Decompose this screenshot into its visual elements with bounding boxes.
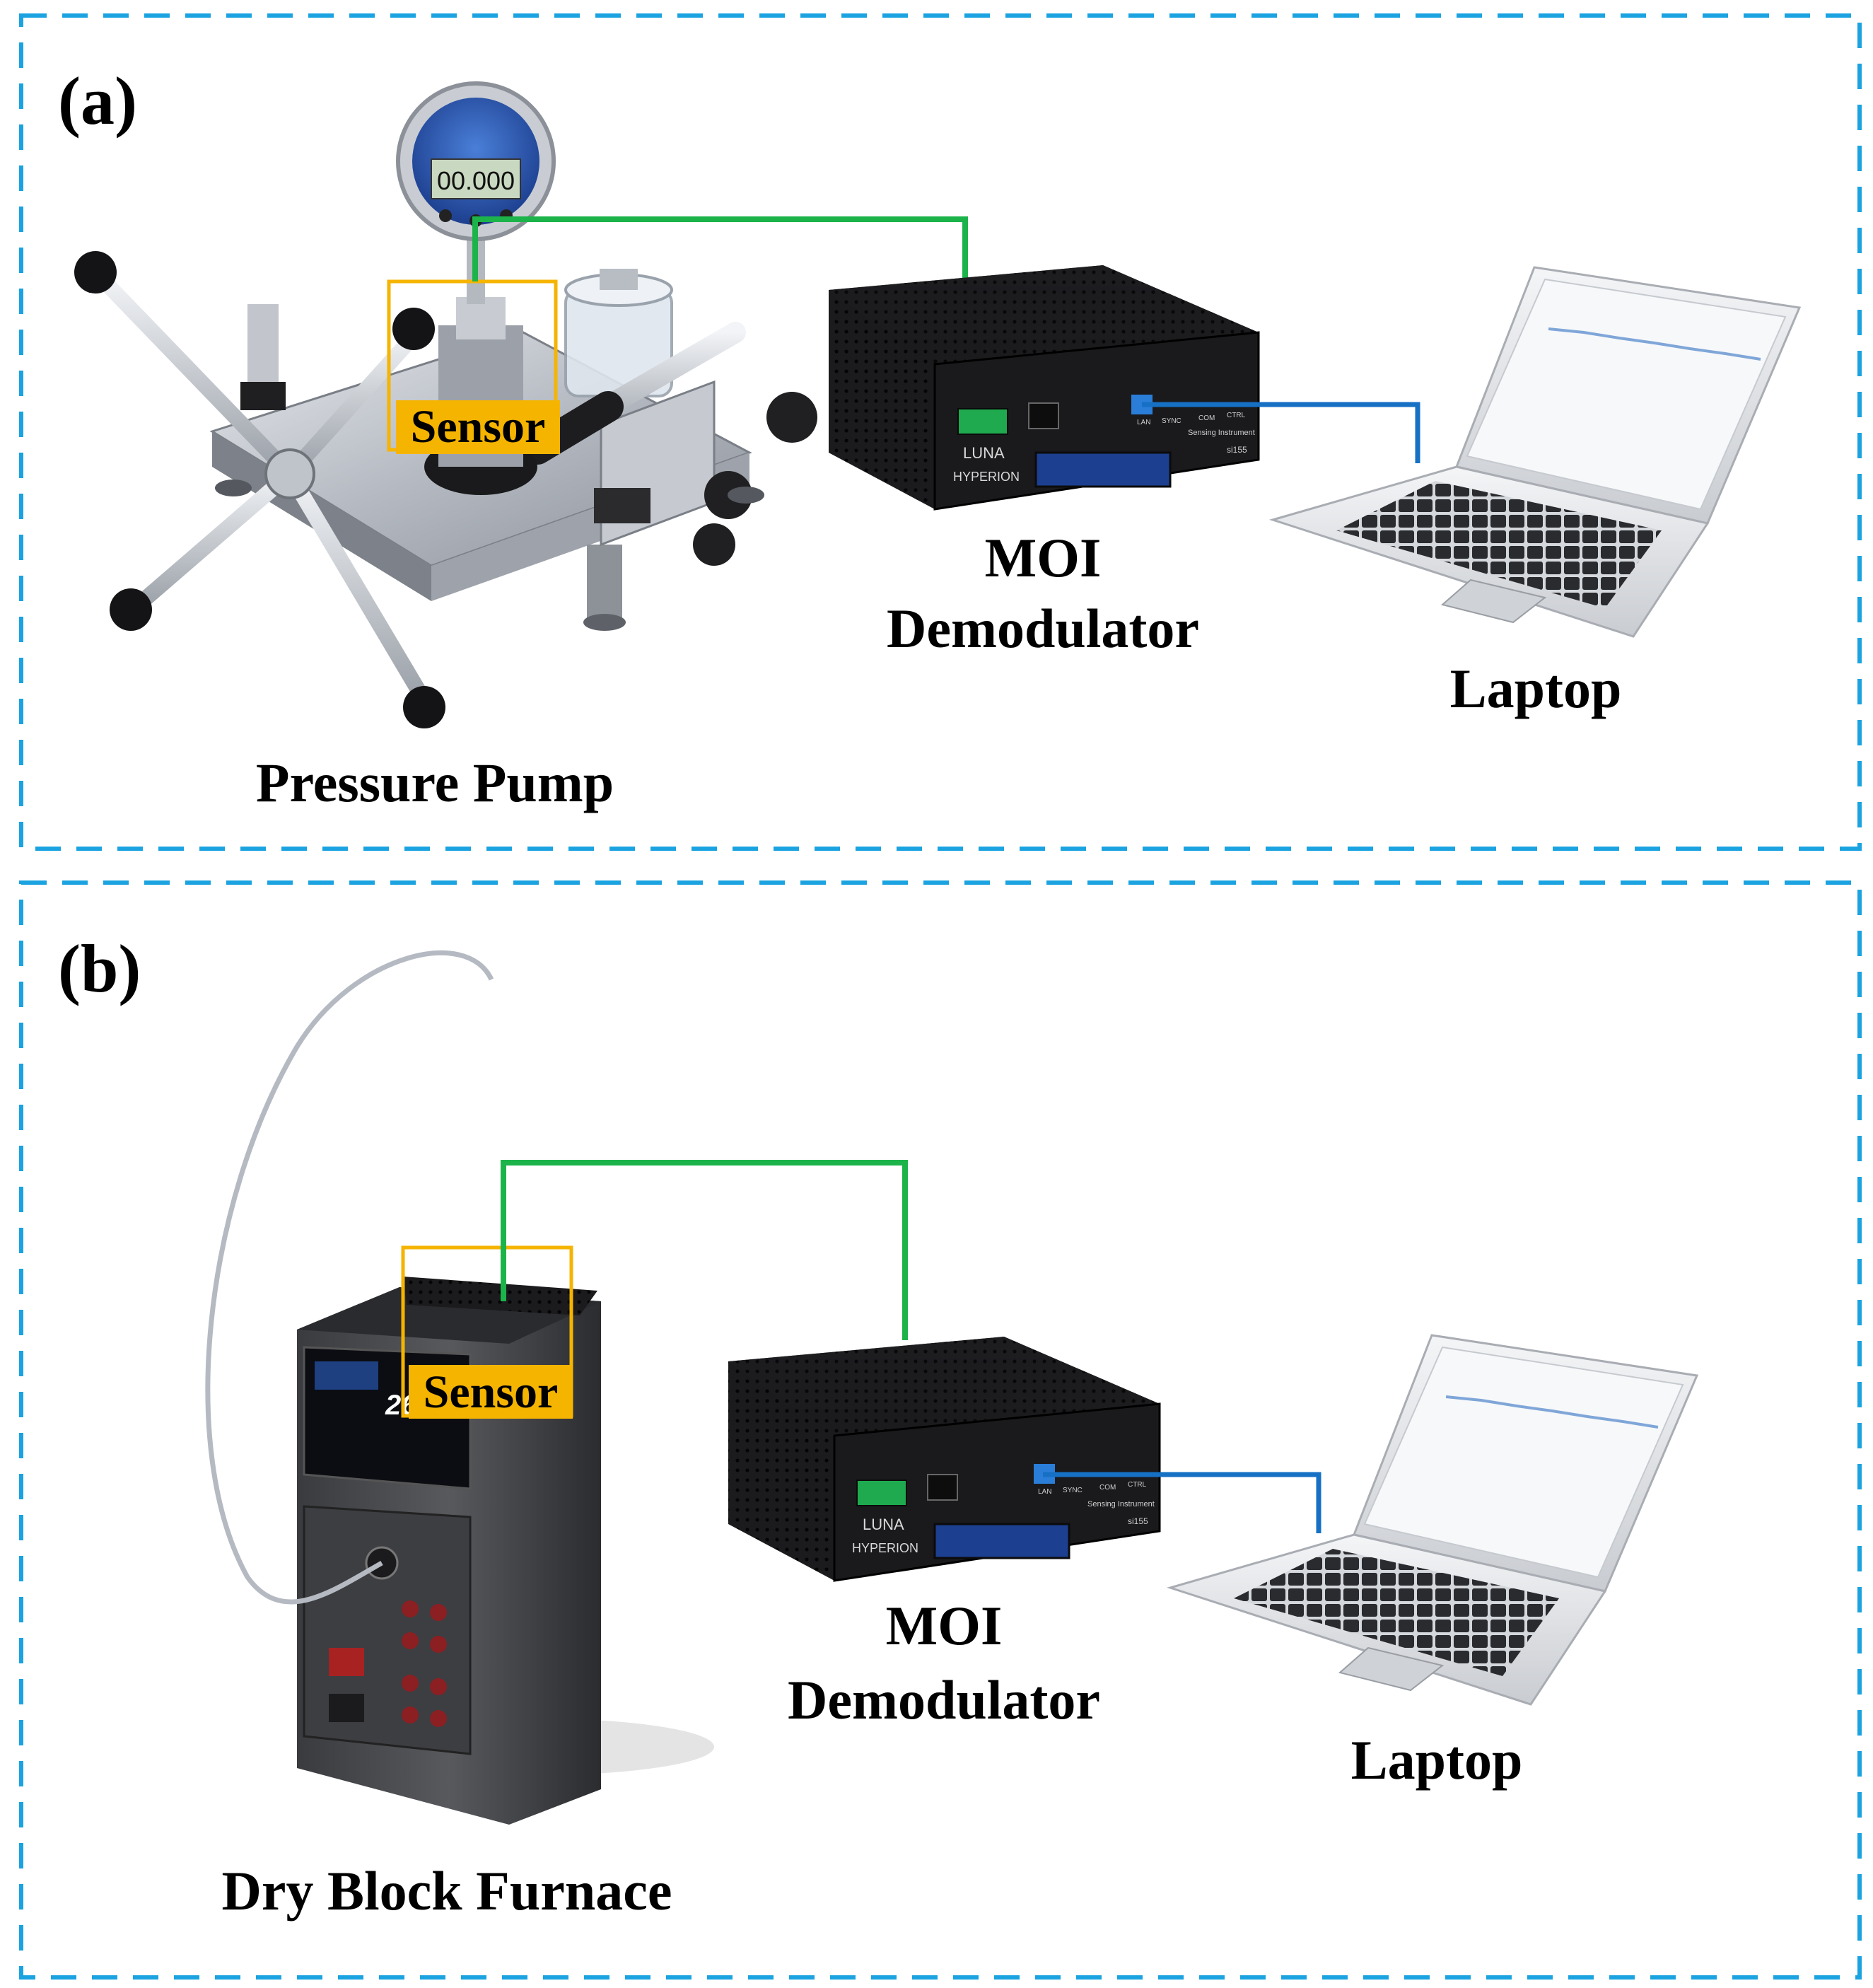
sensor-callout-b: Sensor	[401, 1245, 573, 1419]
laptop-label-b: Laptop	[1351, 1729, 1523, 1791]
demodulator-label-a-line1: MOI	[985, 527, 1102, 588]
demod-port-b-2: COM	[1099, 1484, 1116, 1492]
sensor-tag-a	[396, 400, 560, 454]
panel-b-frame	[19, 880, 1862, 1980]
demodulator-label-b-line1: MOI	[886, 1595, 1003, 1656]
demod-brand-b: LUNA	[863, 1516, 904, 1533]
demodulator-a: LUNA HYPERION Sensing Instrument si155 L…	[829, 265, 1260, 511]
demod-brand2-a: HYPERION	[953, 470, 1020, 484]
demodulator-label-a-line2: Demodulator	[887, 598, 1199, 659]
panel-a-tag: (a)	[58, 63, 137, 139]
laptop-a	[1268, 266, 1802, 638]
pressure-gauge: 00.000	[396, 81, 556, 304]
pressure-pump-illustration	[74, 251, 817, 728]
demodulator-b: LUNA HYPERION Sensing Instrument si155 L…	[728, 1337, 1161, 1582]
demodulator-label-b-line2: Demodulator	[788, 1669, 1100, 1731]
demod-model-b: si155	[1128, 1516, 1148, 1526]
sensor-tag-b	[409, 1365, 573, 1419]
sensor-label-a: Sensor	[411, 401, 546, 453]
laptop-label-a: Laptop	[1450, 658, 1622, 719]
green-fiber-link-b	[501, 1160, 908, 1340]
gauge-reading: 00.000	[437, 166, 515, 195]
dry-block-furnace-label: Dry Block Furnace	[222, 1860, 672, 1922]
demod-port-b-3: CTRL	[1128, 1481, 1147, 1489]
sensor-callout-a: Sensor	[387, 279, 560, 454]
dry-block-furnace-illustration: 26	[205, 950, 714, 1825]
green-fiber-link-a	[472, 216, 968, 281]
demod-model-a: si155	[1227, 445, 1247, 455]
demod-panel-text-b: Sensing Instrument	[1087, 1500, 1155, 1509]
blue-data-link-b	[1043, 1472, 1321, 1533]
demod-port-a-0: LAN	[1137, 419, 1150, 426]
demod-port-a-1: SYNC	[1162, 417, 1181, 425]
demod-port-a-3: CTRL	[1227, 412, 1246, 419]
pressure-pump-label: Pressure Pump	[256, 752, 614, 813]
demod-port-a-2: COM	[1198, 414, 1215, 422]
laptop-b	[1166, 1334, 1699, 1706]
panel-a-frame	[19, 13, 1862, 851]
demod-port-b-1: SYNC	[1063, 1487, 1083, 1494]
sensor-label-b: Sensor	[424, 1366, 559, 1418]
demod-brand-a: LUNA	[963, 444, 1005, 462]
panel-b-tag: (b)	[58, 931, 141, 1006]
demod-port-b-0: LAN	[1038, 1488, 1051, 1496]
demod-brand2-b: HYPERION	[852, 1541, 918, 1555]
blue-data-link-a	[1142, 402, 1420, 463]
demod-panel-text-a: Sensing Instrument	[1188, 429, 1255, 437]
